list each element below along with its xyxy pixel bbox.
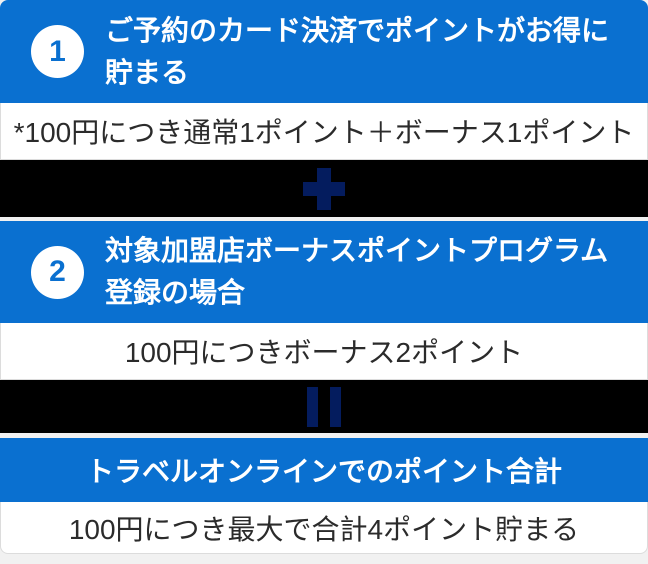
step-2-card: 2 対象加盟店ボーナスポイントプログラム 登録の場合 100円につきボーナス2ポ… [0, 221, 648, 380]
step-1-title: ご予約のカード決済でポイントがお得に 貯まる [105, 10, 609, 94]
step-2-header: 2 対象加盟店ボーナスポイントプログラム 登録の場合 [0, 221, 648, 323]
step-1-number-badge: 1 [31, 25, 84, 78]
step-1-card: 1 ご予約のカード決済でポイントがお得に 貯まる *100円につき通常1ポイント… [0, 0, 648, 160]
total-detail: 100円につき最大で合計4ポイント貯まる [0, 502, 648, 554]
plus-icon [303, 167, 345, 210]
step-2-title-line-2: 登録の場合 [105, 277, 246, 308]
step-1-title-line-2: 貯まる [105, 56, 190, 88]
step-2-title: 対象加盟店ボーナスポイントプログラム 登録の場合 [105, 230, 608, 314]
total-card: トラベルオンラインでのポイント合計 100円につき最大で合計4ポイント貯まる [0, 438, 648, 554]
step-2-detail: 100円につきボーナス2ポイント [0, 323, 648, 380]
plus-band [0, 160, 648, 217]
step-1-title-line-1: ご予約のカード決済でポイントがお得に [105, 14, 610, 46]
step-1-header: 1 ご予約のカード決済でポイントがお得に 貯まる [0, 0, 648, 103]
equals-band [0, 380, 648, 433]
step-1-detail: *100円につき通常1ポイント＋ボーナス1ポイント [0, 103, 648, 160]
step-2-number-badge: 2 [31, 245, 84, 299]
equals-icon [307, 386, 341, 427]
step-2-title-line-1: 対象加盟店ボーナスポイントプログラム [105, 235, 609, 266]
total-header: トラベルオンラインでのポイント合計 [0, 438, 648, 502]
